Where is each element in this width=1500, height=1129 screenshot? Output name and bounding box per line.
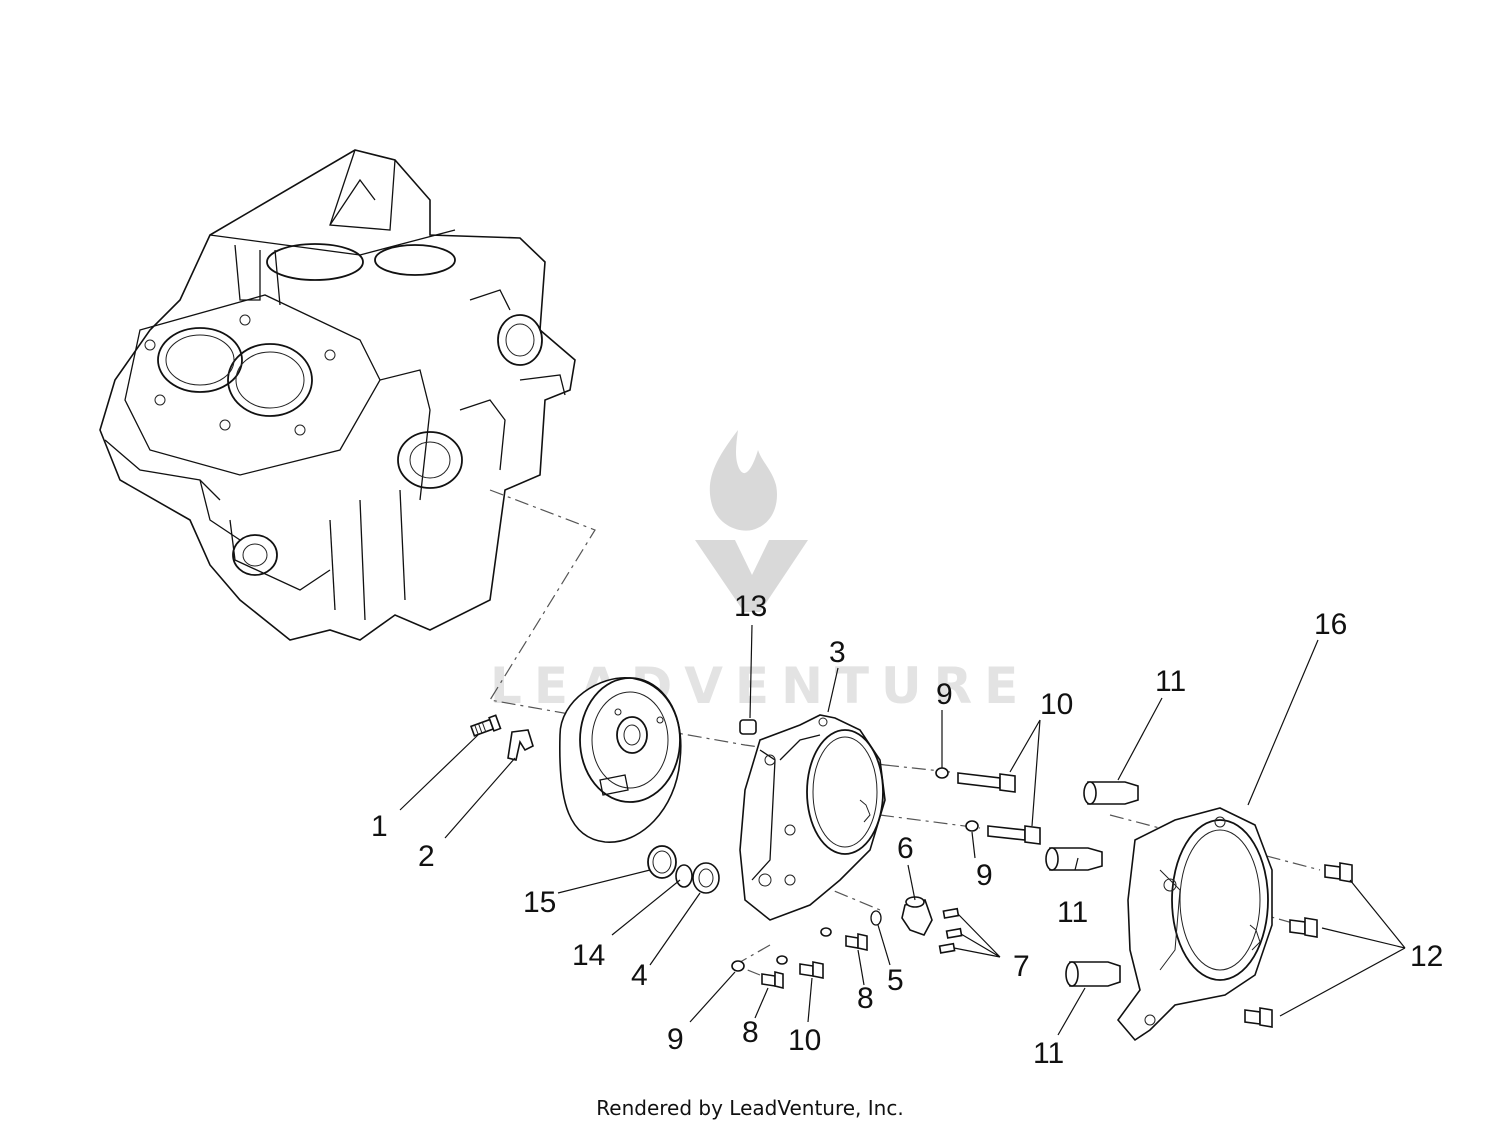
footer-credit: Rendered by LeadVenture, Inc. [596, 1096, 904, 1120]
part-9-washer-lower [731, 960, 745, 972]
leader-lines [399, 624, 1406, 1036]
callout-9-lower: 9 [667, 1023, 684, 1056]
part-11-spacer-middle [1045, 847, 1103, 871]
callout-13: 13 [734, 590, 767, 623]
callout-15: 15 [523, 886, 556, 919]
callout-10-upper: 10 [1040, 688, 1073, 721]
part-4-oil-seal [692, 862, 720, 894]
callout-9-upper: 9 [936, 678, 953, 711]
engine-crankcase [99, 149, 576, 641]
part-9-washer-middle [965, 820, 979, 832]
callout-12: 12 [1410, 940, 1443, 973]
callout-11-lower: 11 [1033, 1037, 1064, 1070]
callout-10-lower: 10 [788, 1024, 821, 1057]
part-8-bolt-lower-left [761, 970, 784, 990]
part-3-clutch-cover [739, 714, 886, 921]
callout-5: 5 [887, 964, 904, 997]
flywheel-rotor [558, 677, 682, 843]
callout-14: 14 [572, 939, 605, 972]
part-11-spacer-upper [1083, 781, 1139, 805]
part-1-bolt [469, 714, 502, 737]
part-6-sensor [901, 896, 933, 936]
part-14-shim [675, 864, 693, 888]
part-16-outer-cover [1116, 807, 1273, 1042]
part-9-washer-upper [935, 767, 949, 779]
callout-11-middle: 11 [1057, 896, 1088, 929]
callout-2: 2 [418, 840, 435, 873]
watermark-logo: LEADVENTURE [490, 430, 1018, 715]
callout-6: 6 [897, 832, 914, 865]
callout-1: 1 [371, 810, 388, 843]
callout-labels: 1 2 3 4 5 6 7 8 8 9 9 9 10 10 11 11 11 1… [371, 590, 1443, 1070]
callout-11-upper: 11 [1155, 665, 1186, 698]
callout-16: 16 [1314, 608, 1347, 641]
callout-4: 4 [631, 959, 648, 992]
part-15-circlip [647, 845, 677, 879]
part-10-long-bolt-lower [987, 825, 1041, 845]
callout-8-center: 8 [857, 982, 874, 1015]
callout-9-middle: 9 [976, 859, 993, 892]
part-12-bolt-upper [1324, 862, 1353, 883]
part-10-bolt-lower [776, 955, 824, 979]
callout-3: 3 [829, 636, 846, 669]
part-12-bolt-middle [1289, 917, 1318, 938]
part-7-screws [938, 907, 963, 954]
part-5-o-ring [870, 910, 882, 926]
part-11-spacer-lower [1065, 961, 1121, 987]
part-2-bracket [507, 729, 534, 761]
callout-8-lower: 8 [742, 1016, 759, 1049]
part-8-bolt-center [820, 927, 868, 951]
callout-7: 7 [1013, 950, 1030, 983]
part-10-long-bolt-upper [957, 772, 1016, 793]
part-13-dowel [739, 719, 757, 735]
part-12-bolt-lower [1244, 1007, 1273, 1028]
